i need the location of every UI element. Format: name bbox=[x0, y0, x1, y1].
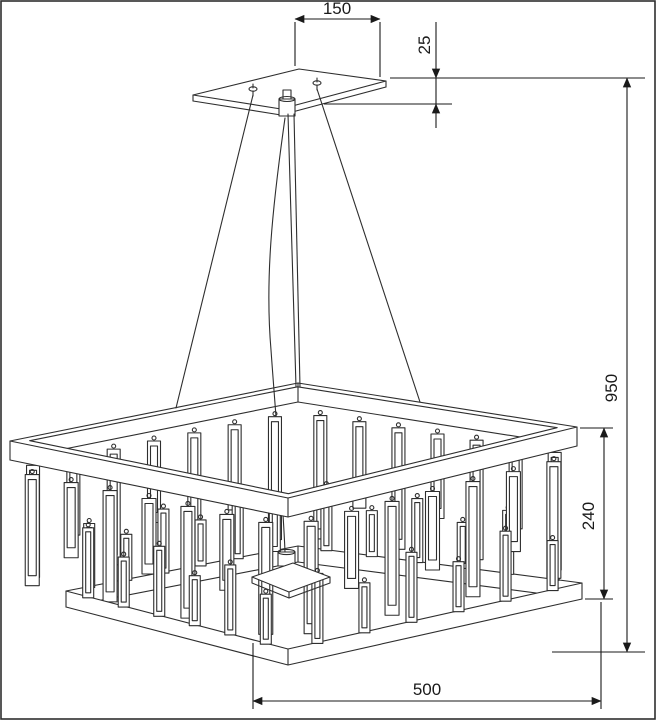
dimension-canopy-width: 150 bbox=[294, 0, 381, 77]
top-frame-front bbox=[9, 426, 578, 518]
dimension-body-width: 500 bbox=[252, 602, 602, 709]
suspension-cables bbox=[175, 88, 421, 409]
canopy-drop-label: 25 bbox=[415, 36, 434, 55]
cable-right bbox=[316, 88, 421, 403]
cable-back-b bbox=[293, 113, 301, 388]
crystal-row-bottom-front-left bbox=[82, 522, 272, 645]
bottom-frame-back bbox=[65, 545, 583, 608]
top-frame-back bbox=[9, 382, 578, 461]
body-width-label: 500 bbox=[413, 680, 441, 699]
overall-height-label: 950 bbox=[602, 374, 621, 402]
crystal-row-bottom-front-right bbox=[311, 525, 559, 644]
dimension-canopy-drop: 25 bbox=[324, 22, 645, 128]
bottom-frame-front bbox=[65, 582, 583, 666]
cord-connector bbox=[278, 89, 296, 117]
dimension-overall-height: 950 bbox=[552, 77, 645, 653]
bottom-canopy bbox=[251, 548, 331, 599]
ceiling-plate bbox=[192, 68, 387, 117]
cable-left bbox=[175, 94, 254, 409]
cable-back-a bbox=[287, 113, 297, 388]
canopy-width-label: 150 bbox=[323, 0, 351, 18]
body-height-label: 240 bbox=[579, 502, 598, 530]
dimension-body-height: 240 bbox=[579, 427, 613, 600]
